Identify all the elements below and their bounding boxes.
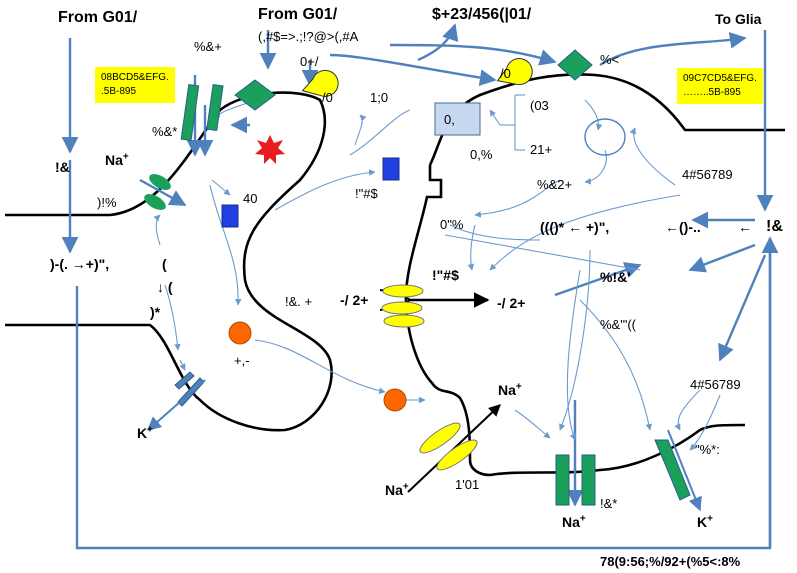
label-zero-pct: 0,%	[470, 147, 493, 162]
label-right-code-bottom: 4#56789	[690, 377, 741, 392]
blue-square-right	[382, 157, 400, 181]
label-bang-q-hash: !"#$	[355, 186, 378, 201]
label-na-mid: Na+	[498, 381, 522, 398]
label-bang-amp-star: !&*	[600, 496, 618, 511]
label-bang-amp-left: !&	[55, 159, 70, 175]
label-paren-star-arrow: ((()* ← +)",	[540, 219, 610, 235]
label-paren-03: (03	[530, 98, 549, 113]
green-ellipse-bottom	[144, 194, 166, 210]
left-top-channel	[180, 83, 224, 141]
label-slash-zero-right: /0	[500, 66, 511, 81]
label-left-arrow-formula: )-(. →+)",	[50, 256, 110, 272]
label-na-bottom: Na+	[385, 481, 409, 498]
note-left: 08BCD5&EFG. .5B-895	[95, 67, 175, 103]
label-one-semi-zero: 1;0	[370, 90, 389, 105]
label-na-left: Na+	[105, 151, 129, 168]
label-q-pct-star: "%*:	[695, 442, 720, 457]
orange-circle-right	[383, 388, 407, 412]
green-diamond-left	[234, 79, 276, 111]
green-diamond-right	[557, 49, 593, 81]
label-bang-amp-right: !&	[766, 218, 783, 235]
label-slash-zero-left: /0	[322, 90, 333, 105]
text-bang-amp-dot-plus: !&. +	[285, 294, 313, 309]
k-out-arrow-left	[146, 379, 206, 431]
label-bottom-right: 78(9:56;%/92+(%5<:8%	[600, 554, 741, 569]
note-right-line1: 09C7CD5&EFG.	[683, 73, 757, 84]
label-zero-q-pct: 0"%	[440, 217, 464, 232]
label-plus-comma-minus: +,-	[234, 353, 250, 368]
bottom-k-channel	[654, 439, 691, 501]
label-arrow-left-short: ←	[738, 219, 752, 235]
yellow-receptor-left	[301, 69, 339, 97]
left-neuron-membrane	[5, 91, 333, 432]
label-k-right: K+	[697, 513, 713, 530]
label-one-q-01: 1'01	[455, 477, 480, 492]
k-out-arrow-right	[667, 429, 702, 512]
label-minus-slash-2plus-a: -/ 2+	[340, 292, 369, 308]
label-from-mid: From G01/	[258, 6, 338, 23]
label-bang-amp-dot-plus: !&. +	[285, 295, 312, 308]
label-paren-bang-pct: )!%	[97, 195, 117, 210]
label-from-left: From G01/	[58, 9, 138, 26]
label-paren-open: (	[162, 256, 167, 272]
note-right-line2: ……..5B-895	[683, 87, 741, 98]
label-twenty-one-plus: 21+	[530, 142, 553, 157]
label-right-code-top: 4#56789	[682, 167, 733, 182]
label-down-arrow-paren: ↓ (	[157, 279, 173, 295]
label-pct-amp-plus: %&+	[194, 39, 222, 54]
label-pct-bang-amp: %!&'	[600, 269, 631, 285]
label-zero-plus-slash: 0+/	[300, 54, 319, 69]
blue-circle	[584, 118, 626, 156]
label-paren-star: )*	[150, 304, 161, 320]
label-to-glia: To Glia	[715, 11, 762, 27]
label-bang-q-hash-dollar: !"#$	[432, 267, 459, 283]
note-right: 09C7CD5&EFG. ……..5B-895	[677, 68, 763, 104]
label-pct-amp-quotes: %&'"((	[600, 317, 636, 332]
label-zero-comma: 0,	[444, 112, 455, 127]
flow-arrows	[61, 23, 779, 550]
label-na-bottom-right: Na+	[562, 513, 586, 530]
note-left-line1: 08BCD5&EFG.	[101, 72, 169, 83]
label-pct-lt: %<	[600, 52, 620, 67]
label-pct-amp-2plus: %&2+	[537, 177, 573, 192]
light-blue-box	[434, 102, 481, 136]
label-sym-mid: (,#$=>.;!?@>(,#A	[258, 29, 359, 44]
label-minus-slash-2plus-b: -/ 2+	[497, 295, 526, 311]
label-forty: 40	[243, 191, 258, 206]
green-ellipse-top	[149, 174, 171, 190]
note-left-line2: .5B-895	[101, 86, 137, 97]
yellow-receptor-right	[496, 58, 533, 86]
yellow-channel-bottom	[419, 422, 478, 471]
label-top-center: $+23/456(|01/	[432, 6, 532, 23]
yellow-channel-center	[381, 284, 425, 328]
thin-arrows	[153, 94, 721, 451]
bottom-na-channel	[555, 454, 596, 506]
red-star	[255, 135, 285, 164]
label-k-left: K+	[137, 424, 153, 441]
label-arrow-paren-dots: ←()-..	[665, 219, 701, 235]
label-pct-amp-star: %&*	[152, 124, 178, 139]
orange-circle-left	[228, 321, 252, 345]
blue-square-left	[221, 204, 239, 228]
